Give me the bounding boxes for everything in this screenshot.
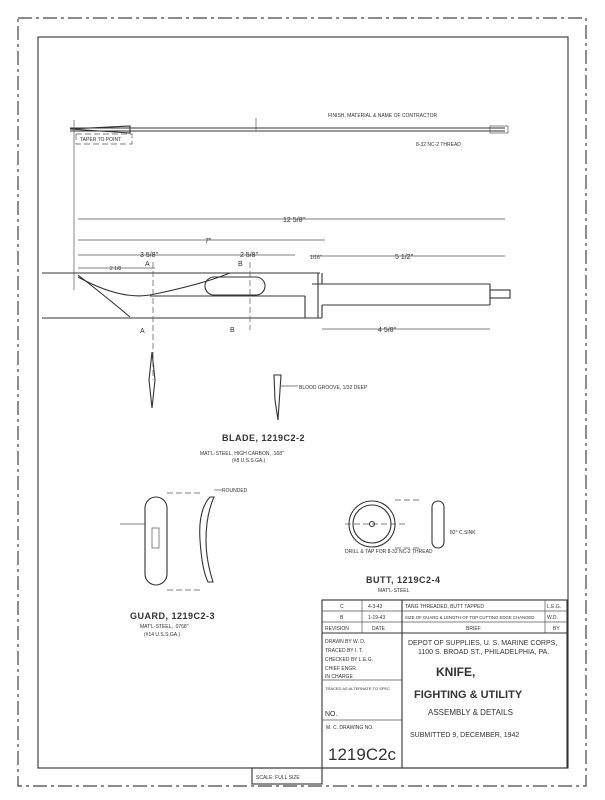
drawing-subtitle: ASSEMBLY & DETAILS xyxy=(428,708,513,717)
header-brief: BRIEF xyxy=(466,626,481,632)
dim-a1: 3 5/8" xyxy=(140,252,159,259)
thread-note-top: 8-32 NC-2 THREAD xyxy=(416,142,461,148)
no-label: NO. xyxy=(325,711,338,718)
dimensions: 12 5/8" 7" 3 5/8" 2 5/8" 2 1/8 1/16" 5 1… xyxy=(78,217,505,334)
section-b-bottom: B xyxy=(230,327,235,334)
dim-a2: 2 1/8 xyxy=(110,266,121,272)
section-a-top: A xyxy=(145,261,150,268)
guard-title: GUARD, 1219C2-3 xyxy=(130,611,215,621)
rev-c-brief: TANG THREADED, BUTT TAPPED xyxy=(405,604,484,610)
drawing-title-2: FIGHTING & UTILITY xyxy=(414,689,523,701)
rev-b-date: 1-19-43 xyxy=(368,615,385,621)
checked-by: CHECKED BY L.E.G. xyxy=(325,657,373,663)
section-a-bottom: A xyxy=(140,328,145,335)
rev-c: C xyxy=(340,604,344,610)
revision-table: C 4-3-43 TANG THREADED, BUTT TAPPED L.E.… xyxy=(325,604,561,632)
taper-note: TAPER TO POINT xyxy=(80,137,121,143)
org-line2: 1100 S. BROAD ST., PHILADELPHIA, PA. xyxy=(418,649,549,656)
thread-end xyxy=(489,289,511,299)
title-block xyxy=(251,599,568,785)
dim-gap: 1/16" xyxy=(310,255,322,261)
section-b-top: B xyxy=(238,261,243,268)
rev-b-by: W.D. xyxy=(547,615,558,621)
in-charge: IN CHARGE xyxy=(325,674,353,680)
org-line1: DEPOT OF SUPPLIES, U. S. MARINE CORPS, xyxy=(408,640,557,647)
blade-side-view: A A B B xyxy=(42,261,511,380)
drawn-by: DRAWN BY W. D. xyxy=(325,639,365,645)
drawing-no-label: M. C. DRAWING NO. xyxy=(326,725,374,731)
butt-csk-note: 82° C.SINK xyxy=(450,530,476,536)
section-a-view xyxy=(148,351,156,409)
rev-b: B xyxy=(340,615,344,621)
guard-rounded-note: ROUNDED xyxy=(222,488,248,494)
inner-border xyxy=(37,36,569,769)
butt-material: MAT'L-STEEL xyxy=(378,588,410,594)
dim-tang: 5 1/2" xyxy=(395,254,414,261)
traced-ref: TRACED AS ALTERNATE TO SPEC xyxy=(325,686,390,691)
blade-gauge: (#8 U.S.S.GA.) xyxy=(232,458,266,464)
blade-material: MAT'L-STEEL, HIGH CARBON, .168" xyxy=(200,451,284,457)
rev-c-by: L.E.G. xyxy=(547,604,561,610)
submitted-date: SUBMITTED 9, DECEMBER, 1942 xyxy=(410,732,519,739)
blood-groove xyxy=(204,276,266,296)
rev-b-brief: SIZE OF GUARD & LENGTH OF TOP CUTTING ED… xyxy=(405,615,534,620)
drawing-number: 1219C2c xyxy=(328,745,397,764)
dim-tang-lower: 4 5/8" xyxy=(378,327,397,334)
butt-drill-note: DRILL & TAP FOR 8-32 NC-2 THREAD xyxy=(345,549,433,555)
guard-gauge: (#14 U.S.S.GA.) xyxy=(144,632,180,638)
blood-groove-note: BLOOD GROOVE, 1/32 DEEP xyxy=(299,385,368,391)
butt-views xyxy=(345,499,445,549)
header-by: BY xyxy=(553,626,560,632)
dim-groove: 2 5/8" xyxy=(240,252,259,259)
blade-title: BLADE, 1219C2-2 xyxy=(222,433,305,443)
chief-engr: CHIEF ENGR. xyxy=(325,666,357,672)
header-revision: REVISION xyxy=(325,626,349,632)
traced-by: TRACED BY I. T. xyxy=(325,648,363,654)
outer-border xyxy=(17,17,587,787)
drawing-title-1: KNIFE, xyxy=(436,665,475,679)
top-view: TAPER TO POINT FINISH, MATERIAL & NAME O… xyxy=(69,113,509,290)
butt-title: BUTT, 1219C2-4 xyxy=(366,575,441,585)
header-date: DATE xyxy=(372,626,386,632)
dim-blade: 7" xyxy=(205,238,212,245)
rev-c-date: 4-3-43 xyxy=(368,604,383,610)
signoffs: DRAWN BY W. D. TRACED BY I. T. CHECKED B… xyxy=(325,639,390,718)
guard-views: ROUNDED xyxy=(120,488,248,591)
dim-overall: 12 5/8" xyxy=(283,217,305,224)
guard-material: MAT'L-STEEL, .0768" xyxy=(140,624,189,630)
scale-label: SCALE: FULL SIZE xyxy=(256,775,300,781)
section-b-view xyxy=(273,374,282,421)
finish-note: FINISH, MATERIAL & NAME OF CONTRACTOR xyxy=(328,113,437,119)
